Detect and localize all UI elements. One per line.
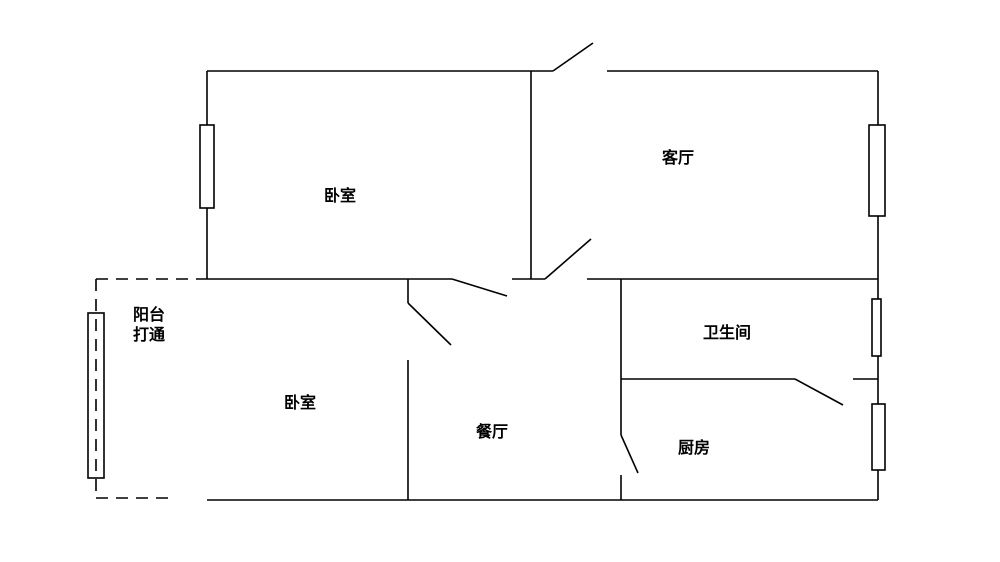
room-label-living-room: 客厅 xyxy=(661,148,695,167)
bathroom-door xyxy=(794,378,844,406)
bedroom-top-door xyxy=(451,278,508,297)
room-label-bathroom: 卫生间 xyxy=(702,323,752,342)
kitchen-door xyxy=(620,434,639,474)
room-label-bedroom-top: 卧室 xyxy=(323,186,357,205)
bedroom-top-window xyxy=(199,124,215,209)
doors xyxy=(407,42,844,474)
windows xyxy=(87,124,886,479)
room-label-dining-room: 餐厅 xyxy=(475,422,509,441)
room-label-balcony-line2: 打通 xyxy=(132,325,166,344)
kitchen-window xyxy=(871,403,886,471)
room-label-bedroom-bottom: 卧室 xyxy=(283,393,317,412)
balcony-dashed-outline xyxy=(95,278,207,499)
walls xyxy=(206,70,879,501)
bathroom-window xyxy=(871,298,882,357)
room-label-kitchen: 厨房 xyxy=(677,438,711,457)
bedroom-bottom-door xyxy=(407,302,452,346)
entrance-door xyxy=(552,42,594,72)
living-room-door xyxy=(544,238,592,280)
living-room-window xyxy=(868,124,886,217)
room-label-balcony-line1: 阳台 xyxy=(132,305,166,324)
balcony-window xyxy=(87,312,105,479)
